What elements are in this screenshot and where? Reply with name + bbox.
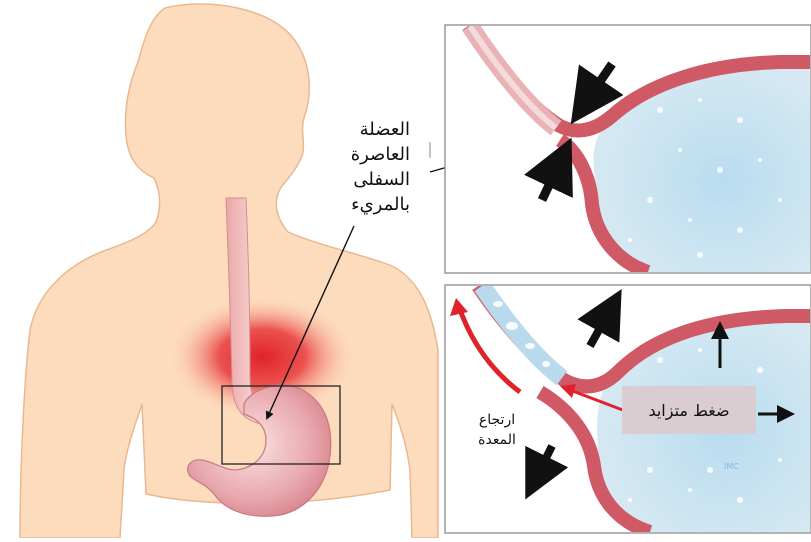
sphincter-label-line: السفلى (322, 167, 410, 192)
sphincter-label-line: العاصرة (322, 142, 410, 167)
increased-pressure-label: ضغط متزايد (648, 401, 729, 420)
reflux-label: ارتجاع المعدة (466, 410, 528, 450)
increased-pressure-box: ضغط متزايد (622, 386, 756, 434)
reflux-label-line: المعدة (466, 430, 528, 450)
panel-normal (445, 25, 811, 273)
reflux-label-line: ارتجاع (466, 410, 528, 430)
sphincter-label-line: بالمريء (322, 192, 410, 217)
sphincter-label-line: العضلة (322, 117, 410, 142)
sphincter-label: العضلة العاصرة السفلى بالمريء (322, 117, 410, 217)
watermark: IMC (724, 462, 739, 471)
